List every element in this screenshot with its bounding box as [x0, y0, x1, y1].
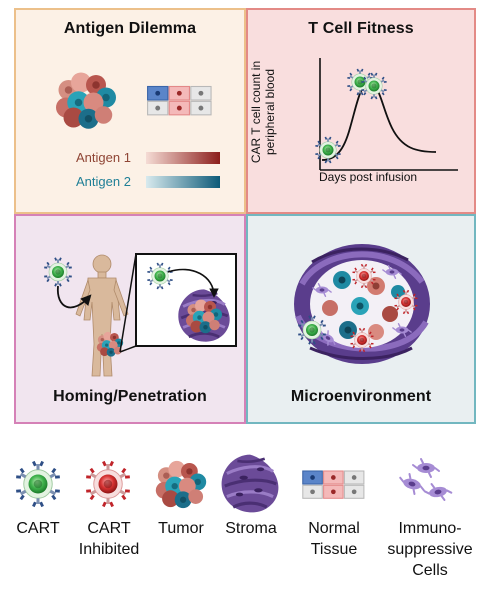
tumor-cells [322, 271, 405, 340]
fitness-curve-plot [248, 58, 458, 171]
tumor-icon [155, 460, 207, 509]
y-axis-label: CAR T cell count in peripheral blood [249, 60, 277, 164]
legend-label-normal-tissue: Normal Tissue [308, 520, 360, 558]
x-axis-label: Days post infusion [319, 170, 418, 184]
legend-label-cart: CART [16, 520, 60, 537]
legend-icons [0, 453, 454, 514]
cart-icon [315, 137, 342, 164]
legend-label-cart-inhibited: CART Inhibited [78, 520, 140, 558]
tumor-icon [56, 72, 116, 129]
normal-tissue-icon [146, 85, 212, 116]
penetration-arrow [167, 268, 219, 298]
fitness-curve [321, 83, 437, 161]
cart-icon [43, 257, 72, 286]
panel-title-microenvironment: Microenvironment [290, 388, 432, 405]
panel-title-antigen-dilemma: Antigen Dilemma [63, 20, 197, 37]
homing-penetration-panel: Homing/Penetration [14, 214, 246, 424]
legend-label-stroma: Stroma [225, 520, 277, 537]
antigen-dilemma-panel: Antigen Dilemma Antigen 1 Antigen 2 [14, 8, 246, 214]
human-body-icon [75, 254, 129, 377]
immunosuppressive-cells-icon [422, 479, 454, 505]
normal-tissue-icon [302, 470, 365, 499]
antigen-1-label: Antigen 1 [76, 150, 131, 165]
tumor-icon [96, 331, 124, 357]
cart-icon [15, 461, 61, 507]
cart-inhibited-icon [85, 461, 131, 507]
microenvironment-illustration [294, 244, 430, 364]
inset-connector-line [119, 345, 137, 353]
immunosuppressive-cells-icon [396, 470, 428, 498]
panel-title-homing-penetration: Homing/Penetration [53, 388, 207, 405]
inset-connector-line [119, 253, 137, 353]
legend-label-tumor: Tumor [158, 520, 204, 537]
antigen-2-label: Antigen 2 [76, 174, 131, 189]
panel-title-t-cell-fitness: T Cell Fitness [308, 20, 414, 37]
homing-illustration [16, 253, 237, 377]
legend-label-immunosuppressive-cells: Immuno-suppressive Cells [387, 520, 473, 579]
microenvironment-panel: Microenvironment [246, 214, 476, 424]
legend: CART CART Inhibited Tumor Stroma Normal … [0, 440, 487, 593]
antigen-1-gradient-bar [146, 152, 220, 164]
homing-arrow [57, 285, 92, 309]
t-cell-fitness-panel: T Cell Fitness [246, 8, 476, 214]
stroma-icon [220, 453, 280, 514]
immunosuppressive-cells-icon [412, 458, 440, 478]
antigen-2-gradient-bar [146, 176, 220, 188]
